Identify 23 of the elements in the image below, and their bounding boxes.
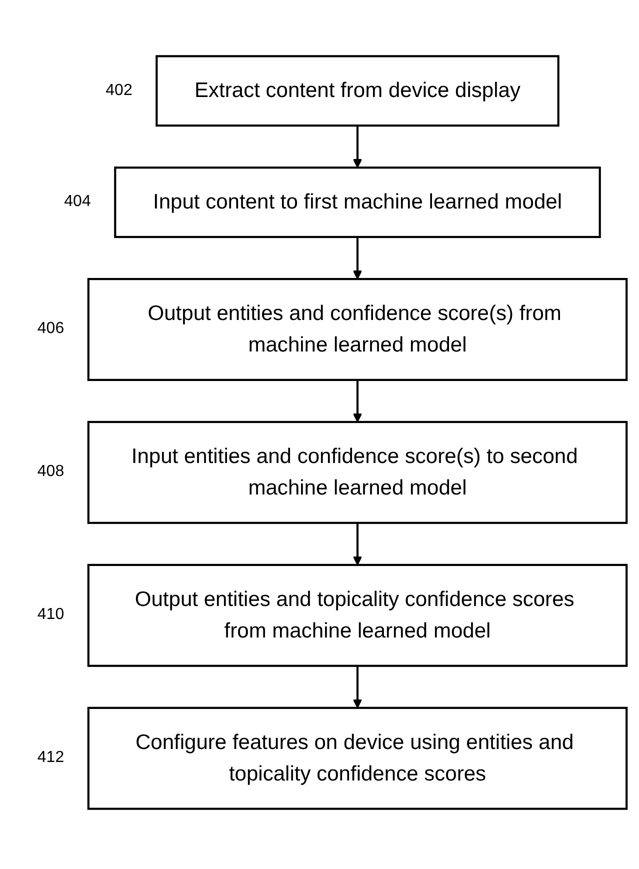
step-number: 408 <box>37 463 64 482</box>
process-box <box>87 278 628 381</box>
step-number: 412 <box>37 749 64 768</box>
step-number: 410 <box>37 606 64 624</box>
step-number: 406 <box>37 320 64 338</box>
arrow <box>352 126 362 168</box>
process-box <box>156 55 560 127</box>
process-box <box>114 166 601 238</box>
arrow <box>352 237 362 280</box>
node-label: Configure features on device using entities and topicality confidence scores <box>135 731 574 786</box>
node-label: Input entities and confidence score(s) to second machine learned model <box>131 445 578 500</box>
arrow <box>352 666 362 708</box>
process-box <box>87 420 628 524</box>
node-label: Extract content from device display <box>194 79 520 102</box>
arrow <box>352 522 362 566</box>
step-number: 402 <box>106 82 132 100</box>
process-box <box>87 706 628 810</box>
process-box <box>87 564 628 667</box>
arrow <box>352 380 362 422</box>
step-number: 404 <box>64 193 91 212</box>
node-label: Output entities and topicality confidence scores from machine learned model <box>134 588 574 643</box>
node-label: Output entities and confidence score(s) from machine learned model <box>148 302 562 357</box>
node-label: Input content to first machine learned model <box>152 190 562 214</box>
